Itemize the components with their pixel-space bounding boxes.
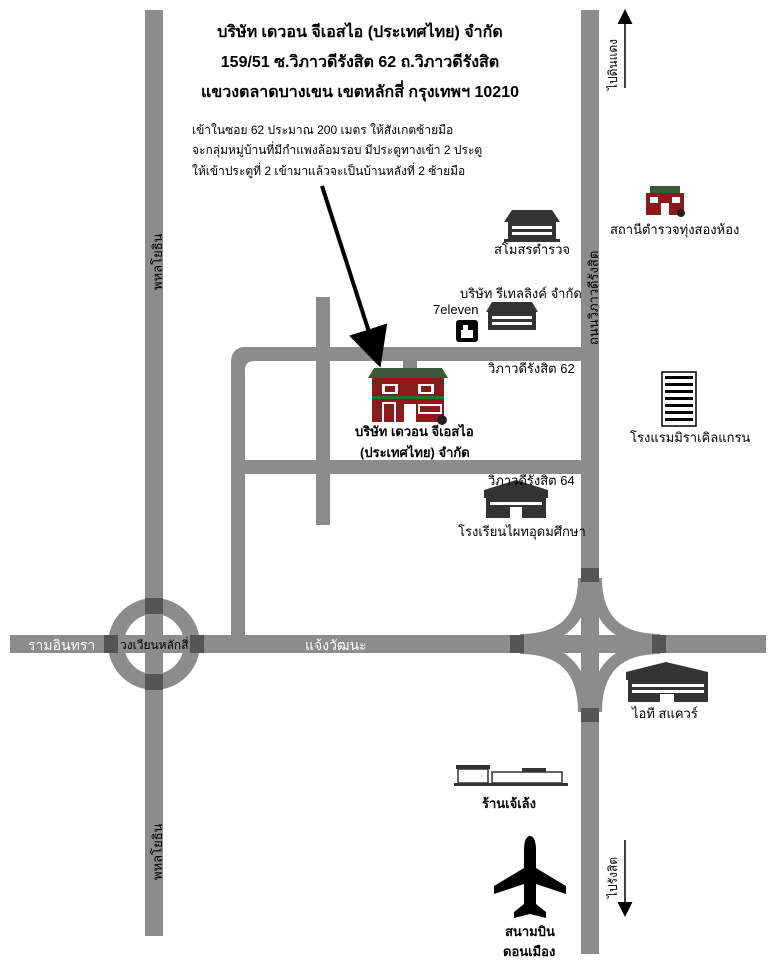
label-company-2: (ประเทศไทย) จำกัด — [360, 445, 470, 460]
label-airport-2: ดอนเมือง — [503, 944, 556, 959]
label-police-station: สถานีตำรวจทุ่งสองห้อง — [610, 222, 740, 237]
hotel-icon — [661, 371, 697, 427]
road-phahon-yothin — [145, 10, 163, 936]
label-seven-eleven: 7eleven — [433, 302, 479, 317]
header-line-3: แขวงตลาดบางเขน เขตหลักสี่ กรุงเทพฯ 10210 — [201, 84, 519, 101]
label-chaeng-watthana: แจ้งวัฒนะ — [305, 637, 367, 653]
retailink-building-icon — [486, 302, 538, 330]
interchange — [519, 577, 661, 713]
label-airport-1: สนามบิน — [505, 924, 555, 939]
header-line-1: บริษัท เดวอน จีเอสไอ (ประเทศไทย) จำกัด — [217, 24, 503, 41]
label-hotel: โรงแรมมิราเคิลแกรน — [630, 430, 751, 445]
label-to-din-daeng: ไปดินแดง — [606, 38, 620, 90]
police-station-icon — [646, 186, 685, 217]
label-soi-62: วิภาวดีรังสิต 62 — [488, 361, 575, 376]
label-retailink: บริษัท รีเทลลิงค์ จำกัด — [460, 286, 582, 301]
label-shop: ร้านเจ้เล้ง — [482, 796, 536, 811]
it-square-icon — [626, 662, 708, 702]
label-ram-inthra: รามอินทรา — [28, 637, 96, 653]
label-phahon-top: พหลโยธิน — [150, 233, 165, 290]
label-vibhavadi: ถนนวิภาวดีรังสิต — [586, 250, 601, 345]
road-soi-64 — [244, 460, 584, 474]
airplane-icon — [494, 836, 566, 918]
road-soi-62 — [244, 347, 584, 361]
label-police-club: สโมสรตำรวจ — [494, 242, 571, 257]
label-circle: วงเวียนหลักสี่ — [120, 638, 189, 652]
label-school: โรงเรียนไผทอุดมศึกษา — [458, 524, 586, 539]
header-line-2: 159/51 ซ.วิภาวดีรังสิต 62 ถ.วิภาวดีรังสิ… — [220, 54, 500, 71]
pointer-arrow — [320, 185, 388, 368]
directions-line-1: เข้าในซอย 62 ประมาณ 200 เมตร ให้สังเกตซ้… — [192, 123, 454, 137]
directions-line-3: ให้เข้าประตูที่ 2 เข้ามาแล้วจะเป็นบ้านหล… — [192, 164, 466, 178]
shop-icon — [454, 765, 568, 786]
label-company-1: บริษัท เดวอน จีเอสไอ — [355, 424, 474, 439]
school-icon — [484, 480, 548, 518]
seven-eleven-icon — [456, 320, 478, 342]
label-soi-64: วิภาวดีรังสิต 64 — [488, 473, 575, 488]
directions-line-2: จะกลุ่มหมู่บ้านที่มีกำแพงล้อมรอบ มีประตู… — [192, 143, 483, 157]
label-phahon-bottom: พหลโยธิน — [150, 823, 165, 880]
road-side-branch — [231, 360, 245, 648]
police-club-icon — [504, 210, 560, 242]
road-inner-soi — [316, 297, 330, 525]
label-to-rangsit: ไปรังสิต — [606, 856, 620, 898]
company-house-icon — [368, 360, 448, 425]
road-vibhavadi — [581, 10, 599, 954]
label-it-square: ไอที สแควร์ — [632, 706, 698, 721]
